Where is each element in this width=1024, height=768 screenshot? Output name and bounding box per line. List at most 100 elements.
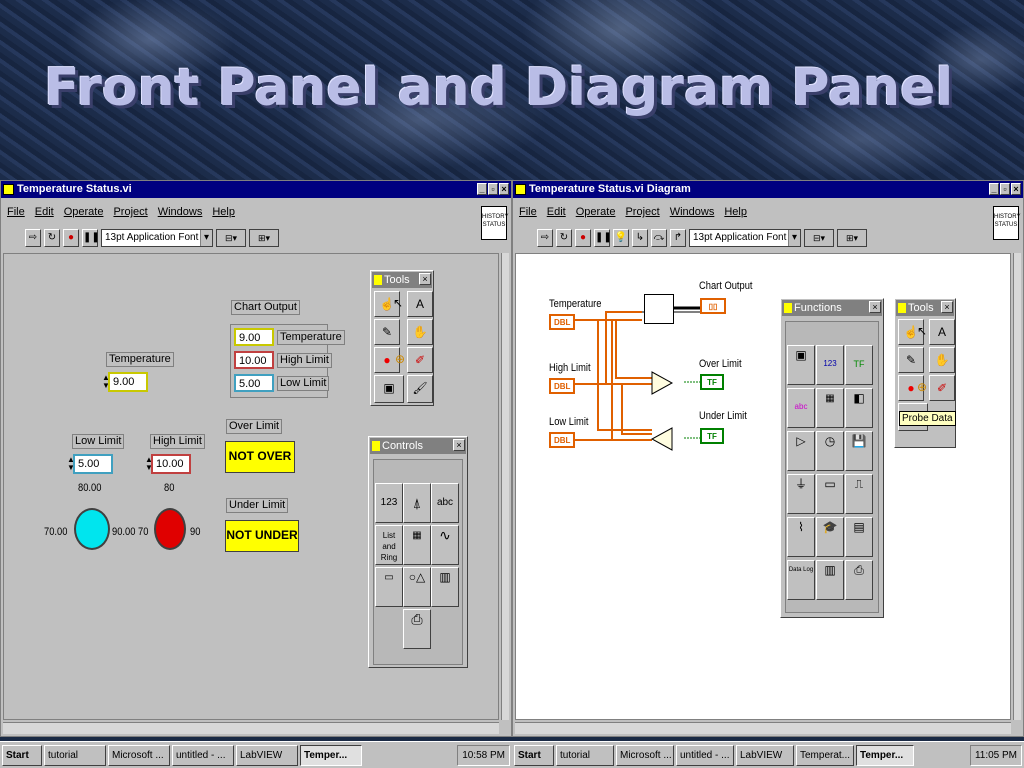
temperature-input[interactable]: 9.00 bbox=[108, 372, 148, 392]
probe-icon[interactable]: ⊕ bbox=[394, 352, 406, 366]
text-tool-icon[interactable]: A bbox=[407, 291, 433, 317]
close-button[interactable]: × bbox=[499, 183, 509, 195]
increment-icon[interactable]: ▲▼ bbox=[145, 455, 153, 472]
analysis-icon[interactable]: ⌇ bbox=[787, 517, 815, 557]
taskbar-item-temper[interactable]: Temper... bbox=[300, 744, 362, 766]
start-button[interactable]: Start bbox=[2, 744, 42, 766]
diagram-titlebar[interactable]: Temperature Status.vi Diagram _ ▫ × bbox=[513, 181, 1023, 198]
operate-hand-icon[interactable]: ☝ bbox=[374, 291, 400, 317]
wire-tool-icon[interactable]: ✎ bbox=[374, 319, 400, 345]
maximize-button[interactable]: ▫ bbox=[488, 183, 498, 195]
menu-edit[interactable]: Edit bbox=[546, 206, 566, 218]
text-tool-icon[interactable]: A bbox=[929, 319, 955, 345]
front-panel-titlebar[interactable]: Temperature Status.vi _ ▫ × bbox=[1, 181, 511, 198]
taskbar-item-labview[interactable]: LabVIEW bbox=[236, 744, 298, 766]
select-control-icon[interactable]: ⎙ bbox=[403, 609, 431, 649]
menu-help[interactable]: Help bbox=[212, 206, 235, 218]
color-tool-icon[interactable]: ▣ bbox=[374, 375, 404, 403]
menu-file[interactable]: File bbox=[519, 206, 537, 218]
wire-tool-icon[interactable]: ✎ bbox=[898, 347, 924, 373]
maximize-button[interactable]: ▫ bbox=[1000, 183, 1010, 195]
under-limit-terminal[interactable]: TF bbox=[700, 428, 724, 444]
minimize-button[interactable]: _ bbox=[477, 183, 487, 195]
menu-file[interactable]: File bbox=[7, 206, 25, 218]
operate-hand-icon[interactable]: ☝ bbox=[898, 319, 924, 345]
array-functions-icon[interactable]: ▦ bbox=[816, 388, 844, 428]
close-icon[interactable]: × bbox=[419, 273, 431, 285]
low-limit-knob[interactable] bbox=[74, 508, 110, 550]
menu-operate[interactable]: Operate bbox=[63, 206, 104, 218]
run-continuously-button[interactable]: ↻ bbox=[556, 229, 572, 247]
temperature-terminal[interactable]: DBL bbox=[549, 314, 576, 330]
menu-project[interactable]: Project bbox=[625, 206, 660, 218]
select-vi-icon[interactable]: ⎙ bbox=[845, 560, 873, 600]
increment-icon[interactable]: ▲▼ bbox=[67, 455, 75, 472]
menu-windows[interactable]: Windows bbox=[669, 206, 715, 218]
taskbar-item-untitled[interactable]: untitled - ... bbox=[172, 744, 234, 766]
run-continuously-button[interactable]: ↻ bbox=[44, 229, 60, 247]
close-icon[interactable]: × bbox=[869, 301, 881, 313]
pause-button[interactable]: ❚❚ bbox=[594, 229, 612, 247]
high-limit-knob[interactable] bbox=[154, 508, 186, 550]
boolean-functions-icon[interactable]: TF bbox=[845, 345, 873, 385]
abort-button[interactable]: ● bbox=[63, 229, 79, 247]
close-button[interactable]: × bbox=[1011, 183, 1021, 195]
comparison-functions-icon[interactable]: ▷ bbox=[787, 431, 815, 471]
structures-icon[interactable]: ▣ bbox=[787, 345, 815, 385]
close-icon[interactable]: × bbox=[941, 301, 953, 313]
list-ring-icon[interactable]: List and Ring bbox=[375, 525, 403, 565]
position-arrow-icon[interactable]: ↖ bbox=[392, 296, 404, 310]
data-acquisition-icon[interactable]: ⎍ bbox=[845, 474, 873, 514]
time-dialog-icon[interactable]: ◷ bbox=[816, 431, 844, 471]
position-arrow-icon[interactable]: ↖ bbox=[916, 324, 928, 338]
horizontal-scrollbar[interactable] bbox=[3, 722, 499, 734]
array-cluster-icon[interactable]: ▦ bbox=[403, 525, 431, 565]
file-io-icon[interactable]: 💾 bbox=[845, 431, 873, 471]
tools-palette[interactable]: Tools × ☝ ↖ A ✎ ✋ ● ⊕ ✐ ▣ 🖌 bbox=[370, 270, 434, 406]
graph-controls-icon[interactable]: ∿ bbox=[431, 525, 459, 565]
user-libraries-icon[interactable]: ▥ bbox=[816, 560, 844, 600]
low-limit-input[interactable]: 5.00 bbox=[73, 454, 113, 474]
increment-icon[interactable]: ▲▼ bbox=[102, 373, 110, 390]
distribute-select[interactable]: ⊞▾ bbox=[249, 229, 279, 247]
vertical-scrollbar[interactable] bbox=[501, 253, 509, 720]
start-button[interactable]: Start bbox=[514, 744, 554, 766]
chart-output-terminal[interactable]: ▯▯ bbox=[700, 298, 726, 314]
close-icon[interactable]: × bbox=[453, 439, 465, 451]
high-limit-input[interactable]: 10.00 bbox=[151, 454, 191, 474]
step-over-icon[interactable]: ⤼ bbox=[651, 229, 667, 247]
diagram-tools-palette[interactable]: Tools × ☝ ↖ A ✎ ✋ ● ⊕ ✐ ▣ Probe Data bbox=[894, 298, 956, 448]
menu-operate[interactable]: Operate bbox=[575, 206, 616, 218]
controls-palette[interactable]: Controls × 123 ⍋ abc List and Ring ▦ ∿ ▭… bbox=[368, 436, 468, 668]
functions-palette[interactable]: Functions × ▣ 123 TF abc ▦ ◧ ▷ ◷ 💾 ⏚ ▭ ⎍… bbox=[780, 298, 884, 618]
menu-project[interactable]: Project bbox=[113, 206, 148, 218]
breakpoint-icon[interactable]: ● bbox=[898, 375, 924, 401]
align-select[interactable]: ⊟▾ bbox=[804, 229, 834, 247]
decorations-icon[interactable]: ○△ bbox=[403, 567, 431, 607]
string-functions-icon[interactable]: abc bbox=[787, 388, 815, 428]
numeric-functions-icon[interactable]: 123 bbox=[816, 345, 844, 385]
taskbar-item-temper[interactable]: Temper... bbox=[856, 744, 914, 766]
taskbar-item-labview[interactable]: LabVIEW bbox=[736, 744, 794, 766]
data-log-icon[interactable]: Data Log bbox=[787, 560, 815, 600]
string-controls-icon[interactable]: abc bbox=[431, 483, 459, 523]
instrument-io-icon[interactable]: ▭ bbox=[816, 474, 844, 514]
scroll-hand-icon[interactable]: ✋ bbox=[929, 347, 955, 373]
font-select[interactable]: 13pt Application Font▾ bbox=[101, 229, 213, 247]
taskbar-item-microsoft[interactable]: Microsoft ... bbox=[616, 744, 674, 766]
font-select[interactable]: 13pt Application Font▾ bbox=[689, 229, 801, 247]
step-into-icon[interactable]: ↳ bbox=[632, 229, 648, 247]
tutorial-icon[interactable]: 🎓 bbox=[816, 517, 844, 557]
minimize-button[interactable]: _ bbox=[989, 183, 999, 195]
step-out-icon[interactable]: ↱ bbox=[670, 229, 686, 247]
pause-button[interactable]: ❚❚ bbox=[82, 229, 100, 247]
boolean-controls-icon[interactable]: ⍋ bbox=[403, 483, 431, 523]
user-controls-icon[interactable]: ▥ bbox=[431, 567, 459, 607]
highlight-execution-icon[interactable]: 💡 bbox=[613, 229, 629, 247]
low-limit-terminal[interactable]: DBL bbox=[549, 432, 576, 448]
horizontal-scrollbar[interactable] bbox=[515, 722, 1011, 734]
communication-icon[interactable]: ⏚ bbox=[787, 474, 815, 514]
cluster-functions-icon[interactable]: ◧ bbox=[845, 388, 873, 428]
vertical-scrollbar[interactable] bbox=[1013, 253, 1021, 720]
run-button[interactable]: ⇨ bbox=[25, 229, 41, 247]
